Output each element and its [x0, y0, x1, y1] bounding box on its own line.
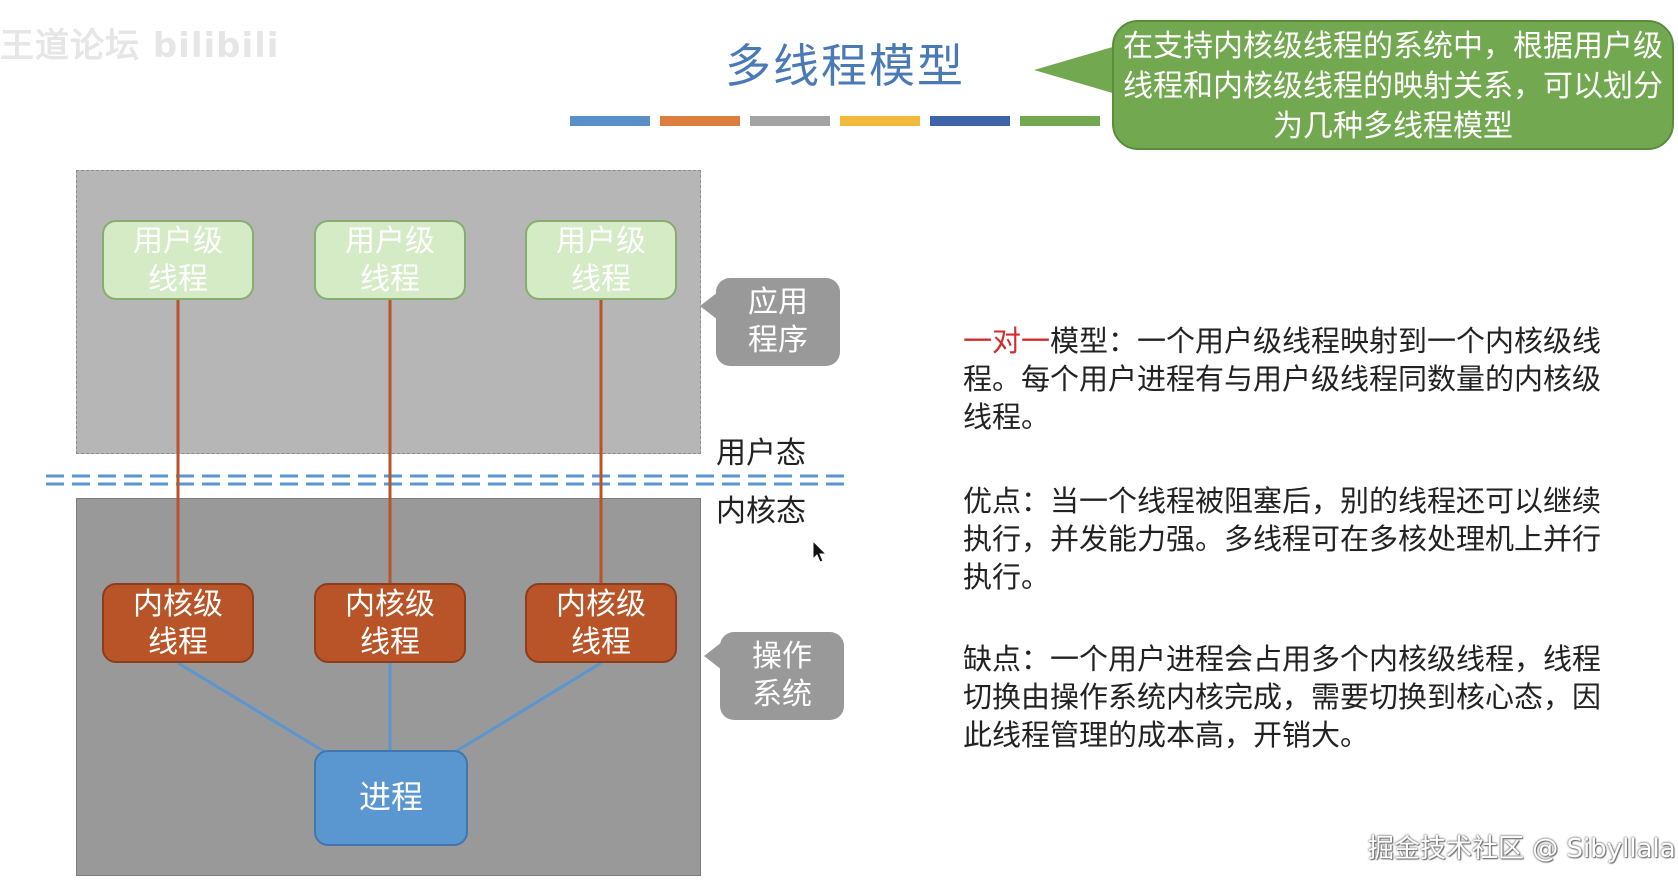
- user-thread-label: 线程: [571, 262, 631, 297]
- advantages-paragraph: 优点：当一个线程被阻塞后，别的线程还可以继续执行，并发能力强。多线程可在多核处理…: [963, 484, 1602, 594]
- kernel-thread-label: 内核级: [345, 587, 435, 622]
- user-space-area: [76, 170, 701, 454]
- app-label: 应用 程序: [716, 278, 840, 366]
- callout-pointer: [1034, 46, 1116, 94]
- color-bar-segment: [930, 116, 1010, 126]
- color-bar-segment: [750, 116, 830, 126]
- user-mode-label: 用户态: [716, 436, 806, 471]
- color-bar-segment: [840, 116, 920, 126]
- kernel-thread-box: 内核级 线程: [314, 583, 466, 663]
- color-bar-segment: [570, 116, 650, 126]
- kernel-thread-label: 线程: [360, 625, 420, 660]
- os-label-text: 系统: [752, 677, 812, 712]
- slide-title: 多线程模型: [725, 39, 965, 93]
- watermark-bottom-right: 掘金技术社区 @ Sibyllala: [1368, 834, 1676, 864]
- watermark-top-left: 王道论坛 bilibili: [0, 26, 280, 66]
- green-callout: 在支持内核级线程的系统中，根据用户级线程和内核级线程的映射关系，可以划分为几种多…: [1112, 20, 1674, 150]
- kernel-thread-label: 线程: [148, 625, 208, 660]
- app-label-text: 程序: [748, 323, 808, 358]
- title-color-bar: [570, 116, 1100, 126]
- color-bar-segment: [1020, 116, 1100, 126]
- user-thread-box: 用户级 线程: [102, 220, 254, 300]
- kernel-thread-box: 内核级 线程: [102, 583, 254, 663]
- mode-divider: [46, 474, 846, 486]
- user-thread-label: 用户级: [556, 224, 646, 259]
- user-thread-label: 线程: [360, 262, 420, 297]
- user-thread-label: 线程: [148, 262, 208, 297]
- user-thread-label: 用户级: [345, 224, 435, 259]
- os-label-pointer: [704, 642, 722, 670]
- app-label-pointer: [700, 292, 718, 320]
- model-definition-text: 模型：一个用户级线程映射到一个内核级线程。每个用户进程有与用户级线程同数量的内核…: [963, 324, 1602, 434]
- mouse-cursor-icon: [812, 540, 828, 563]
- os-label: 操作 系统: [720, 632, 844, 720]
- kernel-thread-box: 内核级 线程: [525, 583, 677, 663]
- kernel-mode-label: 内核态: [716, 494, 806, 529]
- color-bar-segment: [660, 116, 740, 126]
- kernel-thread-label: 内核级: [133, 587, 223, 622]
- model-definition-paragraph: 一对一模型：一个用户级线程映射到一个内核级线程。每个用户进程有与用户级线程同数量…: [963, 322, 1628, 436]
- process-box: 进程: [314, 750, 468, 846]
- kernel-thread-label: 内核级: [556, 587, 646, 622]
- disadvantages-paragraph: 缺点：一个用户进程会占用多个内核级线程，线程切换由操作系统内核完成，需要切换到核…: [963, 642, 1602, 752]
- os-label-text: 操作: [752, 639, 812, 674]
- user-thread-box: 用户级 线程: [314, 220, 466, 300]
- kernel-thread-label: 线程: [571, 625, 631, 660]
- user-thread-label: 用户级: [133, 224, 223, 259]
- app-label-text: 应用: [748, 285, 808, 320]
- user-thread-box: 用户级 线程: [525, 220, 677, 300]
- model-name: 一对一: [963, 324, 1051, 358]
